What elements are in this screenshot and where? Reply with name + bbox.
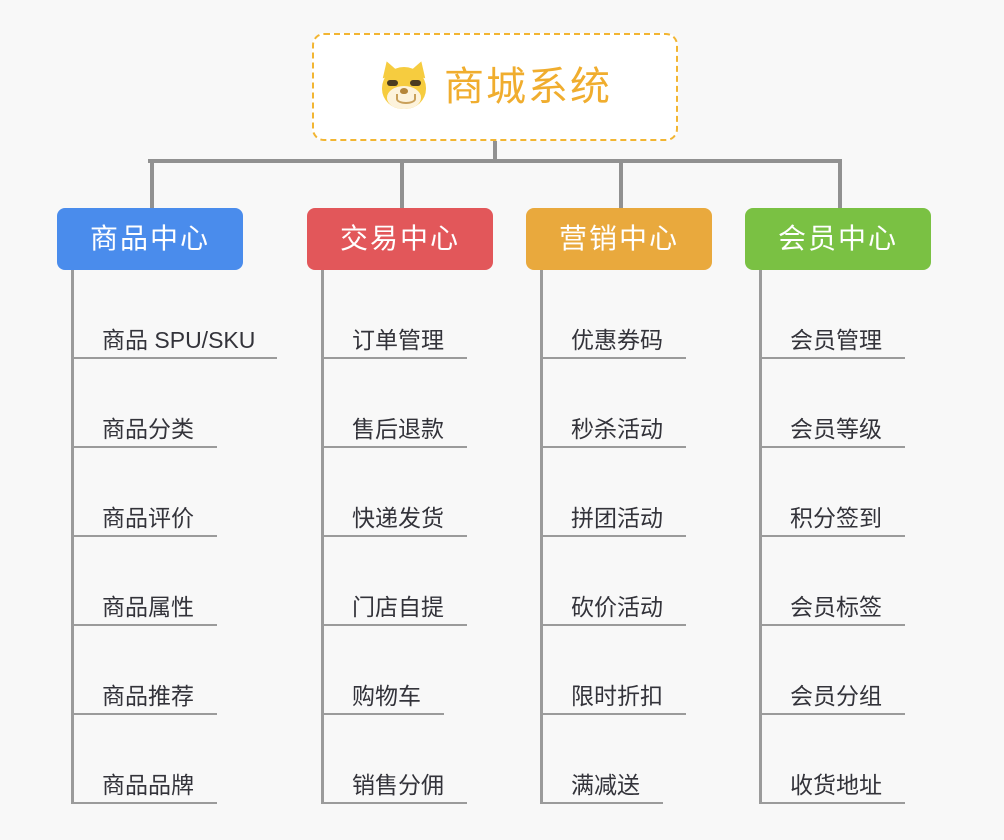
category-column-trade-center: 交易中心订单管理售后退款快递发货门店自提购物车销售分佣 xyxy=(307,208,493,804)
leaf-underline xyxy=(322,535,467,537)
leaf-underline xyxy=(541,624,686,626)
leaf-spine xyxy=(321,270,324,804)
leaf-list-marketing-center: 优惠券码秒杀活动拼团活动砍价活动限时折扣满减送 xyxy=(526,270,712,804)
leaf-item-label: 门店自提 xyxy=(352,594,444,620)
leaf-item-label: 收货地址 xyxy=(790,772,882,798)
leaf-item-label: 会员管理 xyxy=(790,327,882,353)
leaf-item-label: 砍价活动 xyxy=(571,594,663,620)
leaf-list-product-center: 商品 SPU/SKU 商品分类商品评价商品属性商品推荐商品品牌 xyxy=(57,270,277,804)
leaf-underline xyxy=(72,802,217,804)
leaf-item[interactable]: 商品分类 xyxy=(72,359,243,448)
category-header-trade-center[interactable]: 交易中心 xyxy=(307,208,493,270)
connector-drop-3 xyxy=(619,159,623,210)
leaf-underline xyxy=(322,802,467,804)
connector-drop-2 xyxy=(400,159,404,210)
leaf-underline xyxy=(541,446,686,448)
leaf-underline xyxy=(322,446,467,448)
leaf-item[interactable]: 优惠券码 xyxy=(541,270,712,359)
leaf-item[interactable]: 商品品牌 xyxy=(72,715,243,804)
leaf-underline xyxy=(760,802,905,804)
leaf-item[interactable]: 拼团活动 xyxy=(541,448,712,537)
leaf-item[interactable]: 商品推荐 xyxy=(72,626,243,715)
leaf-item-label: 限时折扣 xyxy=(571,683,663,709)
leaf-item[interactable]: 商品属性 xyxy=(72,537,243,626)
leaf-item[interactable]: 订单管理 xyxy=(322,270,493,359)
leaf-underline xyxy=(541,535,686,537)
category-header-product-center[interactable]: 商品中心 xyxy=(57,208,243,270)
leaf-item-label: 购物车 xyxy=(352,683,421,709)
leaf-item-label: 快递发货 xyxy=(352,505,444,531)
root-title: 商城系统 xyxy=(444,65,612,109)
leaf-item-label: 满减送 xyxy=(571,772,640,798)
leaf-item-label: 订单管理 xyxy=(352,327,444,353)
leaf-spine xyxy=(71,270,74,804)
leaf-item[interactable]: 满减送 xyxy=(541,715,712,804)
shiba-dog-face-icon xyxy=(378,58,430,113)
leaf-item[interactable]: 快递发货 xyxy=(322,448,493,537)
connector-drop-1 xyxy=(150,159,154,210)
leaf-underline xyxy=(322,713,444,715)
leaf-item-label: 商品分类 xyxy=(102,416,194,442)
category-column-member-center: 会员中心会员管理会员等级积分签到会员标签会员分组收货地址 xyxy=(745,208,931,804)
leaf-list-trade-center: 订单管理售后退款快递发货门店自提购物车销售分佣 xyxy=(307,270,493,804)
leaf-item-label: 商品 SPU/SKU xyxy=(102,327,256,353)
leaf-item[interactable]: 限时折扣 xyxy=(541,626,712,715)
leaf-underline xyxy=(541,713,686,715)
leaf-underline xyxy=(72,357,277,359)
leaf-item-label: 秒杀活动 xyxy=(571,416,663,442)
leaf-item[interactable]: 购物车 xyxy=(322,626,493,715)
leaf-item[interactable]: 会员等级 xyxy=(760,359,931,448)
leaf-underline xyxy=(760,624,905,626)
leaf-item-label: 销售分佣 xyxy=(352,772,444,798)
leaf-item[interactable]: 收货地址 xyxy=(760,715,931,804)
connector-drop-4 xyxy=(838,159,842,210)
leaf-underline xyxy=(322,624,467,626)
leaf-underline xyxy=(760,535,905,537)
leaf-underline xyxy=(72,713,217,715)
leaf-item-label: 会员标签 xyxy=(790,594,882,620)
leaf-item-label: 商品属性 xyxy=(102,594,194,620)
leaf-spine xyxy=(540,270,543,804)
category-column-product-center: 商品中心商品 SPU/SKU 商品分类商品评价商品属性商品推荐商品品牌 xyxy=(57,208,277,804)
leaf-item[interactable]: 会员分组 xyxy=(760,626,931,715)
root-node[interactable]: 商城系统 xyxy=(312,33,678,141)
leaf-item-label: 商品评价 xyxy=(102,505,194,531)
leaf-underline xyxy=(322,357,467,359)
leaf-item[interactable]: 销售分佣 xyxy=(322,715,493,804)
leaf-item-label: 拼团活动 xyxy=(571,505,663,531)
leaf-item[interactable]: 积分签到 xyxy=(760,448,931,537)
leaf-spine xyxy=(759,270,762,804)
leaf-item[interactable]: 会员管理 xyxy=(760,270,931,359)
leaf-item-label: 商品品牌 xyxy=(102,772,194,798)
connector-root-stem xyxy=(493,141,497,163)
leaf-item[interactable]: 会员标签 xyxy=(760,537,931,626)
leaf-item[interactable]: 秒杀活动 xyxy=(541,359,712,448)
leaf-item[interactable]: 商品评价 xyxy=(72,448,243,537)
leaf-item-label: 会员分组 xyxy=(790,683,882,709)
category-column-marketing-center: 营销中心优惠券码秒杀活动拼团活动砍价活动限时折扣满减送 xyxy=(526,208,712,804)
leaf-underline xyxy=(541,802,663,804)
leaf-underline xyxy=(760,713,905,715)
leaf-item-label: 售后退款 xyxy=(352,416,444,442)
leaf-underline xyxy=(72,624,217,626)
leaf-underline xyxy=(72,535,217,537)
category-header-marketing-center[interactable]: 营销中心 xyxy=(526,208,712,270)
leaf-item[interactable]: 门店自提 xyxy=(322,537,493,626)
leaf-underline xyxy=(760,357,905,359)
leaf-item-label: 会员等级 xyxy=(790,416,882,442)
leaf-item[interactable]: 砍价活动 xyxy=(541,537,712,626)
leaf-underline xyxy=(760,446,905,448)
leaf-underline xyxy=(541,357,686,359)
connector-horizontal-bus xyxy=(148,159,840,163)
leaf-item-label: 积分签到 xyxy=(790,505,882,531)
leaf-item[interactable]: 商品 SPU/SKU xyxy=(72,270,277,359)
leaf-item[interactable]: 售后退款 xyxy=(322,359,493,448)
leaf-list-member-center: 会员管理会员等级积分签到会员标签会员分组收货地址 xyxy=(745,270,931,804)
leaf-item-label: 优惠券码 xyxy=(571,327,663,353)
leaf-item-label: 商品推荐 xyxy=(102,683,194,709)
leaf-underline xyxy=(72,446,217,448)
category-header-member-center[interactable]: 会员中心 xyxy=(745,208,931,270)
